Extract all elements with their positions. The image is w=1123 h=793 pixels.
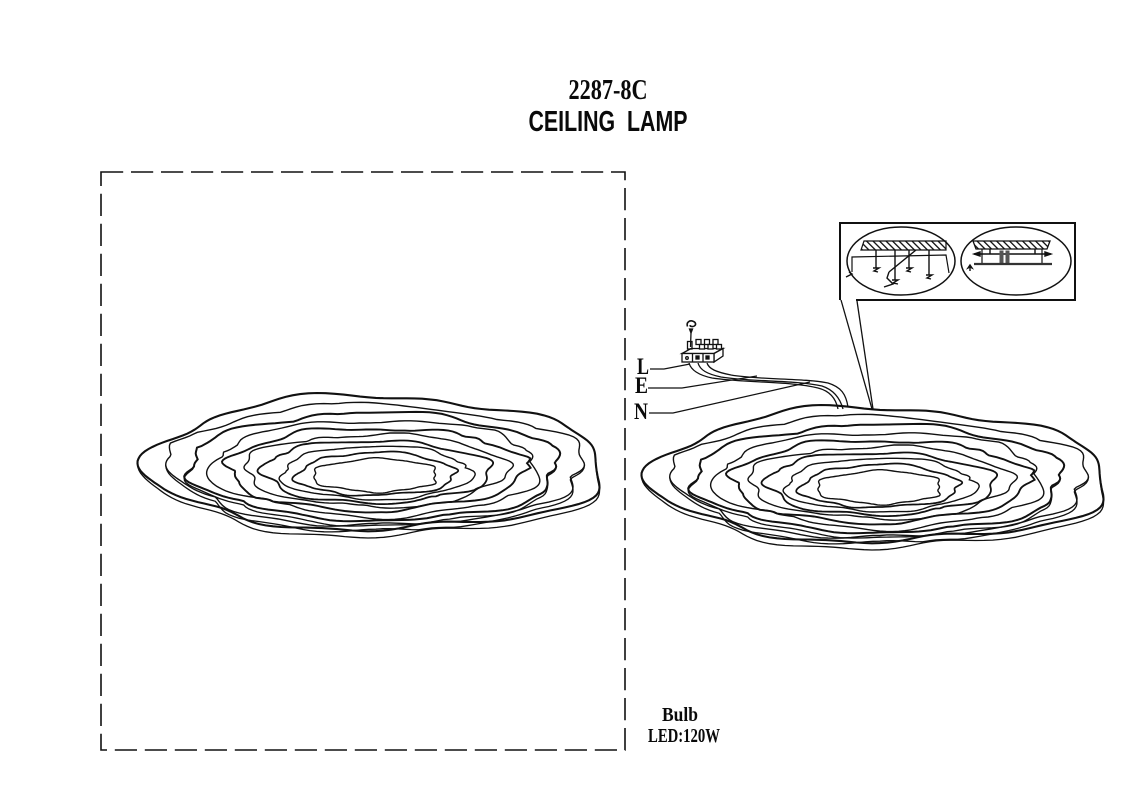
svg-text:CEILING LAMP: CEILING LAMP [529,106,688,138]
svg-text:E: E [635,373,648,398]
svg-text:N: N [634,399,648,424]
svg-text:Bulb: Bulb [662,704,698,726]
svg-text:LED:120W: LED:120W [648,725,720,747]
svg-text:L: L [637,354,649,379]
svg-text:2287-8C: 2287-8C [569,74,648,106]
